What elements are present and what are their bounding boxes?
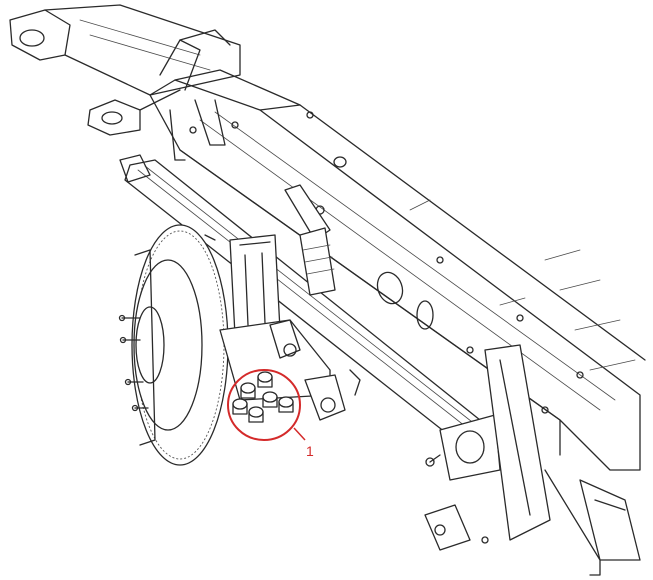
- lug-nut: [232, 398, 248, 415]
- lug-nut: [262, 391, 278, 408]
- wheel-studs: [118, 314, 149, 412]
- lug-nut: [278, 396, 294, 413]
- frame-detail-lines: [409, 199, 636, 371]
- axle-housing: [219, 234, 361, 421]
- callout-leader-line: [293, 427, 306, 441]
- callout-label: 1: [306, 443, 314, 459]
- brake-rotor: [131, 224, 229, 466]
- front-cross-member: [9, 4, 314, 161]
- shock-absorber: [284, 156, 347, 296]
- lug-nut: [257, 371, 273, 388]
- lug-nut: [240, 382, 256, 399]
- callout-1: 1: [227, 369, 314, 459]
- lug-nut: [248, 406, 264, 423]
- lug-nut-group: [232, 371, 294, 423]
- rear-shackle-bracket: [424, 344, 641, 576]
- callout-circle: [227, 369, 301, 441]
- frame-side-rail: [149, 69, 646, 471]
